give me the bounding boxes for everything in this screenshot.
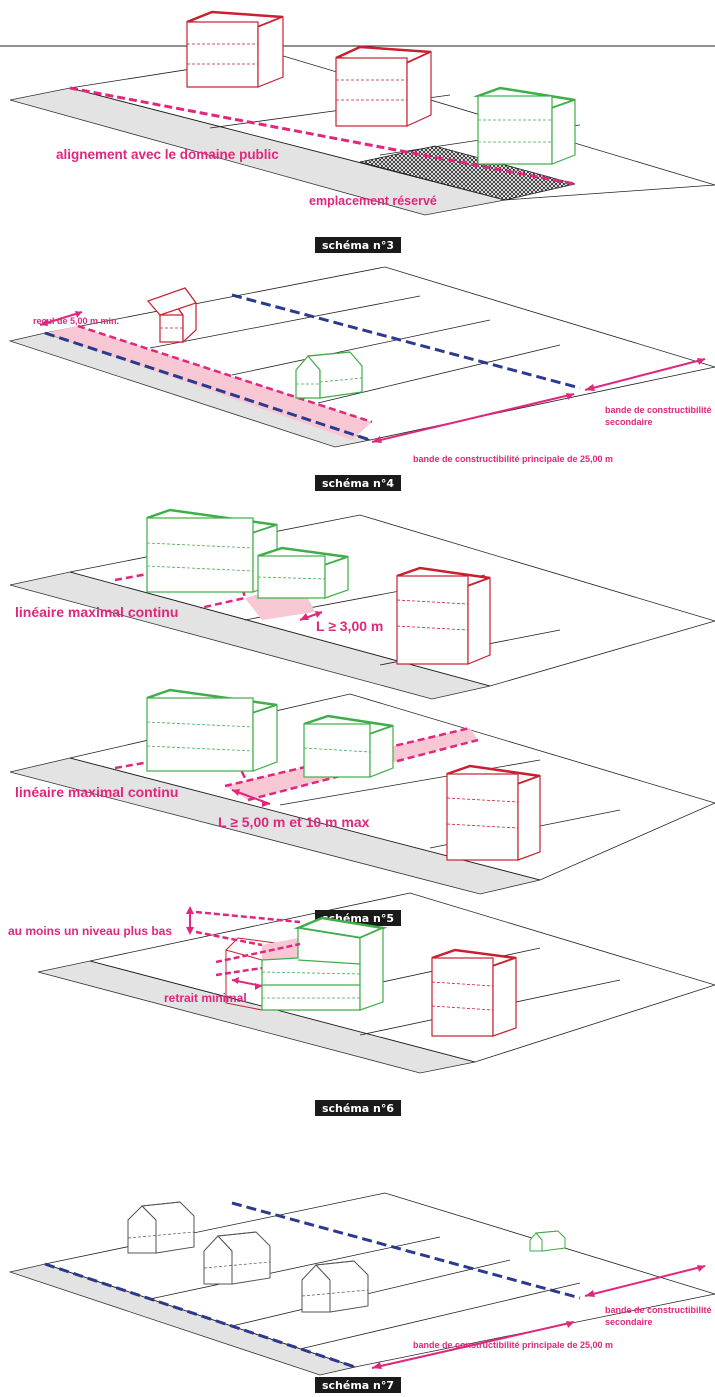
arrow-head — [566, 393, 574, 400]
parcel-divider — [231, 319, 491, 376]
arrow-head — [697, 1265, 705, 1272]
schema-3: alignement avec le domaine public emplac… — [0, 10, 715, 253]
caption-box — [315, 1377, 401, 1393]
secondary-band-label-1: bande de constructibilité — [605, 405, 712, 415]
primary-band-arrow — [371, 393, 575, 443]
caption-box — [315, 475, 401, 491]
band-limit-line — [231, 293, 581, 390]
house-grey-2 — [203, 1231, 271, 1285]
secondary-band-label-2: secondaire — [605, 417, 653, 427]
house-green-small — [529, 1230, 566, 1252]
schema-7: bande de constructibilité principale de … — [8, 1192, 715, 1393]
reserved-area-label: emplacement réservé — [309, 194, 437, 208]
arrow-head — [315, 611, 322, 618]
building-red-1 — [186, 10, 284, 88]
upper-level-line — [195, 930, 263, 947]
parcel-divider — [317, 344, 561, 404]
gap-label: L ≥ 5,00 m et 10 m max — [218, 814, 370, 830]
arrow-head — [186, 906, 194, 914]
building-green-short — [303, 714, 394, 778]
building-green — [473, 86, 576, 165]
retreat-line — [215, 942, 301, 964]
alignment-line — [69, 86, 576, 186]
schema-4: recul de 5,00 m min. bande de constructi… — [8, 266, 715, 491]
retreat-label: retrait minimal — [164, 991, 247, 1005]
caption-schema-7: schéma n°7 — [322, 1379, 394, 1392]
setback-label: recul de 5,00 m min. — [33, 316, 119, 326]
arrow-head — [585, 384, 595, 391]
arrow-head — [300, 613, 309, 620]
arrow-head — [262, 800, 270, 807]
upper-level-line — [195, 910, 301, 924]
arrow-head — [585, 1290, 595, 1297]
building-red-2 — [335, 45, 432, 127]
schema-5-top: linéaire maximal continu L ≥ 3,00 m — [9, 508, 715, 700]
building-green-short — [257, 546, 349, 599]
secondary-band-arrow — [584, 358, 706, 391]
caption-schema-6: schéma n°6 — [322, 1102, 394, 1115]
arrow-head — [232, 789, 240, 796]
public-boundary-line — [44, 331, 371, 442]
linear-max-label: linéaire maximal continu — [15, 784, 178, 800]
building-green-long — [146, 688, 278, 772]
primary-band-arrow — [371, 1321, 575, 1369]
schema-5-bottom: linéaire maximal continu L ≥ 5,00 m et 1… — [9, 688, 715, 926]
secondary-band-arrow — [584, 1265, 706, 1297]
band-limit-line — [231, 1201, 581, 1300]
parcel-divider — [299, 1282, 581, 1350]
building-red — [446, 764, 541, 861]
caption-box — [315, 237, 401, 253]
parcel-outline — [89, 892, 715, 1063]
arrow-head — [232, 977, 239, 984]
arrow-head — [372, 1362, 382, 1369]
schema-6: au moins un niveau plus bas retrait mini… — [8, 892, 715, 1116]
gap-label: L ≥ 3,00 m — [316, 618, 383, 634]
parcel-divider — [279, 759, 541, 806]
linear-max-label: linéaire maximal continu — [15, 604, 178, 620]
house-red — [146, 287, 197, 344]
setback-line — [77, 324, 373, 424]
house-green — [295, 351, 363, 399]
building-red — [431, 948, 517, 1037]
arrow-head — [697, 358, 705, 365]
primary-band-label: bande de constructibilité principale de … — [413, 1340, 613, 1350]
secondary-band-label-2: secondaire — [605, 1317, 653, 1327]
reserved-area-hatch — [359, 145, 576, 201]
arrow-head — [186, 927, 194, 935]
arrow-head — [75, 311, 82, 318]
gap-line — [247, 738, 479, 802]
building-green-stack — [261, 916, 388, 1011]
house-grey-1 — [127, 1201, 195, 1254]
arrow-head — [255, 983, 262, 990]
level-label: au moins un niveau plus bas — [8, 924, 172, 938]
public-boundary-line — [44, 1262, 356, 1369]
retreat-line — [215, 966, 263, 977]
caption-schema-4: schéma n°4 — [322, 477, 394, 490]
sidewalk-strip — [37, 960, 476, 1074]
setback-zone-fill — [45, 326, 372, 440]
building-red — [396, 566, 491, 665]
house-grey-3 — [301, 1260, 369, 1313]
arrow-head — [40, 319, 48, 326]
parcel-divider — [149, 295, 421, 349]
secondary-band-label-1: bande de constructibilité — [605, 1305, 712, 1315]
alignment-label: alignement avec le domaine public — [56, 147, 279, 162]
caption-schema-3: schéma n°3 — [322, 239, 394, 252]
primary-band-label: bande de constructibilité principale de … — [413, 454, 613, 464]
caption-box — [315, 1100, 401, 1116]
parcel-divider — [231, 1259, 511, 1327]
arrow-head — [566, 1321, 574, 1328]
arrow-head — [372, 436, 382, 443]
